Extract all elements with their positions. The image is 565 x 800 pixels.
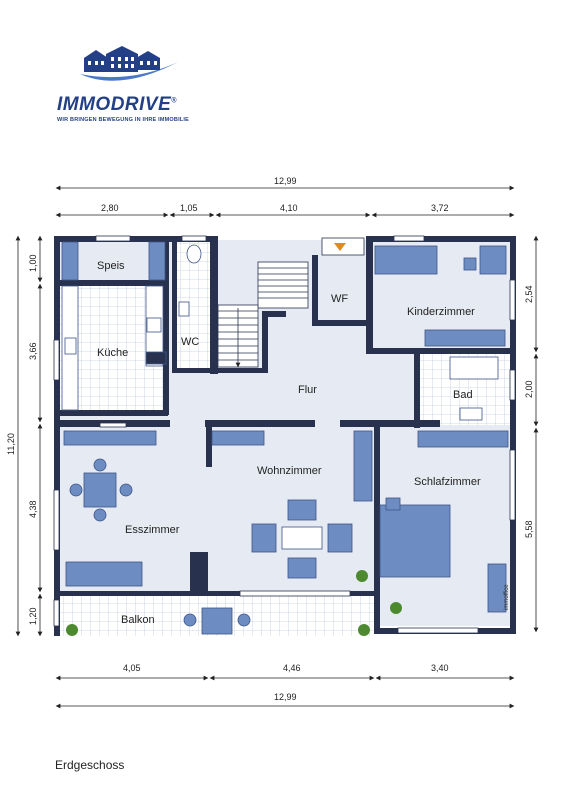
room-bad: Bad xyxy=(453,389,473,401)
walls xyxy=(54,236,516,636)
fireplace-icon xyxy=(321,237,365,256)
chair xyxy=(93,458,107,472)
schlafzimmer-wardrobe xyxy=(417,430,509,448)
room-kinderzimmer: Kinderzimmer xyxy=(407,306,475,318)
dim-left-3: 4,38 xyxy=(28,500,38,518)
dimension-labels: 12,99 2,80 1,05 4,10 3,72 4,05 4,46 3,40… xyxy=(6,176,534,702)
toilet xyxy=(186,244,202,264)
kitchen-sink xyxy=(64,337,77,355)
dim-top-3: 4,10 xyxy=(280,203,298,213)
kids-wardrobe xyxy=(424,329,506,347)
wohn-cabinet xyxy=(353,430,373,502)
dim-left-total: 11,20 xyxy=(6,433,16,455)
dimension-lines xyxy=(15,185,539,709)
watermark: immoffice xyxy=(504,584,510,610)
kids-chair xyxy=(463,257,477,271)
dim-right-1: 2,54 xyxy=(524,285,534,303)
coffee-table xyxy=(281,526,323,550)
dim-top-1: 2,80 xyxy=(101,203,119,213)
ess-sofa xyxy=(65,561,143,587)
armchair xyxy=(287,499,317,521)
chair xyxy=(93,508,107,522)
bath-sink xyxy=(459,407,483,421)
room-wohnzimmer: Wohnzimmer xyxy=(257,465,322,477)
furniture xyxy=(61,241,509,635)
chair xyxy=(119,483,133,497)
dim-bottom-total: 12,99 xyxy=(274,692,297,702)
bedroom-cabinet xyxy=(487,563,507,613)
dim-left-4: 1,20 xyxy=(28,607,38,625)
kids-desk xyxy=(479,245,507,275)
room-flur: Flur xyxy=(298,384,317,396)
chair xyxy=(69,483,83,497)
staircase xyxy=(217,261,309,368)
stove xyxy=(146,317,162,333)
dim-bottom-3: 3,40 xyxy=(431,663,449,673)
nightstand xyxy=(385,497,401,511)
floor-name: Erdgeschoss xyxy=(55,758,125,772)
dim-left-2: 3,66 xyxy=(28,342,38,360)
ess-sideboard xyxy=(63,430,157,446)
room-wc: WC xyxy=(181,336,199,348)
dim-bottom-2: 4,46 xyxy=(283,663,301,673)
dim-left-1: 1,00 xyxy=(28,254,38,272)
speis-shelf-left xyxy=(61,241,79,281)
armchair xyxy=(327,523,353,553)
dim-bottom-1: 4,05 xyxy=(123,663,141,673)
room-wf: WF xyxy=(331,293,348,305)
chair xyxy=(237,613,251,627)
wc-sink xyxy=(178,301,190,317)
double-bed xyxy=(379,504,451,578)
windows xyxy=(53,235,516,634)
speis-shelf-right xyxy=(148,241,166,281)
balcony-table xyxy=(201,607,233,635)
brand-name: IMMODRIVE® xyxy=(57,94,177,115)
armchair xyxy=(287,557,317,579)
room-schlafzimmer: Schlafzimmer xyxy=(414,476,481,488)
room-esszimmer: Esszimmer xyxy=(125,524,180,536)
room-kueche: Küche xyxy=(97,347,128,359)
plant-icon xyxy=(66,570,402,636)
kids-bed xyxy=(374,245,438,275)
dim-top-4: 3,72 xyxy=(431,203,449,213)
room-labels: Speis Küche WC WF Kinderzimmer Flur Bad … xyxy=(97,260,510,626)
bathtub xyxy=(449,356,499,380)
houses-logo-icon xyxy=(80,46,178,81)
dim-top-2: 1,05 xyxy=(180,203,198,213)
room-balkon: Balkon xyxy=(121,614,155,626)
dim-right-2: 2,00 xyxy=(524,380,534,398)
chair xyxy=(183,613,197,627)
brand-tagline: WIR BRINGEN BEWEGUNG IN IHRE IMMOBILIE xyxy=(57,117,189,123)
wohn-sideboard xyxy=(211,430,265,446)
room-speis: Speis xyxy=(97,260,125,272)
dim-top-total: 12,99 xyxy=(274,176,297,186)
dim-right-3: 5,58 xyxy=(524,520,534,538)
kitchen-appliance xyxy=(145,351,167,365)
armchair xyxy=(251,523,277,553)
dining-table xyxy=(83,472,117,508)
